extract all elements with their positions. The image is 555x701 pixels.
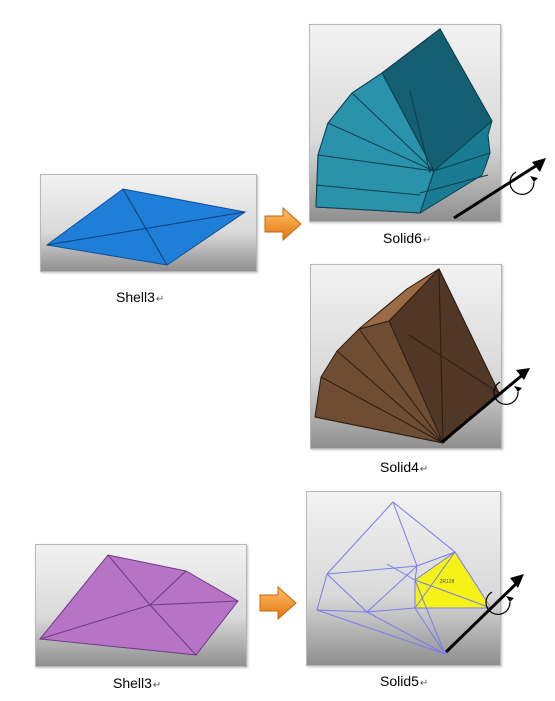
solid6-teal-solid	[315, 28, 493, 214]
orange-right-arrow-icon	[264, 206, 302, 242]
solid5-face-label: 2R128	[440, 579, 455, 585]
shell3-top-panel	[40, 174, 257, 272]
orange-right-arrow-icon	[259, 585, 297, 621]
shell3-blue-quad	[45, 188, 247, 266]
shell3-top-caption: Shell3↵	[116, 289, 165, 305]
rotation-axis-icon	[441, 368, 530, 444]
solid5-panel: 2R128	[306, 491, 501, 666]
solid4-caption: Solid4↵	[380, 459, 429, 475]
solid5-caption: Solid5↵	[380, 673, 429, 689]
rotation-axis-icon	[444, 574, 524, 654]
shell3-bottom-caption: Shell3↵	[113, 675, 162, 691]
rotation-axis-icon	[453, 158, 546, 220]
shell3-purple-shell	[39, 554, 239, 656]
solid4-brown-solid	[314, 268, 500, 444]
shell3-bottom-panel	[35, 544, 247, 667]
solid6-panel	[309, 24, 501, 222]
solid6-caption: Solid6↵	[383, 230, 432, 246]
